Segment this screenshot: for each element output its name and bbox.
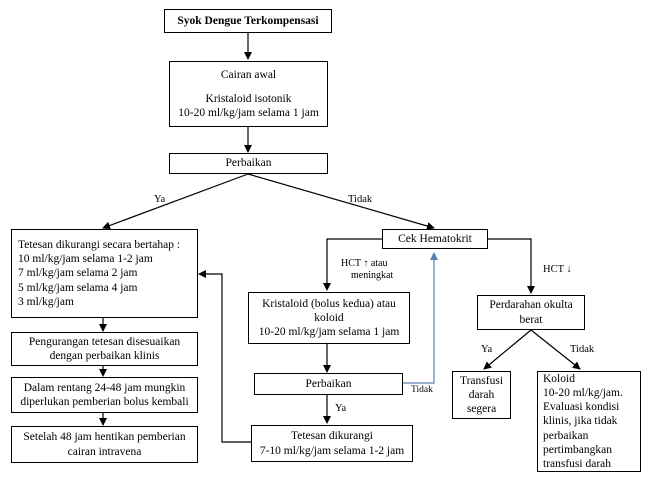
label-hct-down: HCT ↓: [543, 264, 572, 275]
bolus-again-box: Dalam rentang 24-48 jam mungkin diperluka…: [11, 377, 198, 413]
box-text-line: 10-20 ml/kg/jam.: [543, 387, 623, 400]
label-hct-up: HCT ↑ atau meningkat: [341, 258, 394, 281]
box-text-line: Cairan awal: [220, 68, 277, 81]
label-no-return: Tidak: [411, 385, 433, 395]
box-text-line: Setelah 48 jam hentikan pemberian: [23, 431, 186, 444]
label-no-right: Tidak: [348, 194, 373, 205]
box-text-line: Syok Dengue Terkompensasi: [177, 14, 319, 27]
arrow-bleeding-to-transfusion: [483, 329, 532, 370]
box-text-line: Evaluasi kondisi: [543, 401, 620, 414]
box-text-line: Perbaikan: [305, 377, 352, 390]
arrow-improvement2-no-to-hct: [403, 252, 438, 384]
adjust-box: Pengurangan tetesan disesuaikan dengan pe…: [11, 332, 198, 366]
box-text-line: Pengurangan tetesan disesuaikan: [28, 335, 181, 348]
check-hct-box: Cek Hematokrit: [382, 229, 488, 249]
arrow-bleeding-to-colloid: [530, 329, 581, 370]
arrow-hct-to-crystalloid: [323, 238, 383, 291]
box-text-line: berat: [519, 313, 543, 326]
arrow-improvement-to-taper: [102, 173, 249, 230]
improvement-box-2: Perbaikan: [254, 373, 403, 395]
box-text-line: Koloid: [543, 373, 575, 386]
arrow-hct-to-bleeding: [487, 238, 535, 294]
line-gap: [178, 82, 319, 92]
arrow-improvement-to-hct: [247, 173, 435, 230]
box-text-line: Kristaloid isotonik: [205, 92, 292, 105]
box-text-line: perbaikan: [543, 429, 589, 442]
box-text-line: Perdarahan okulta: [489, 299, 573, 312]
box-text-line: segera: [466, 403, 497, 415]
start-box: Syok Dengue Terkompensasi: [164, 9, 332, 33]
box-text-line: 3 ml/kg/jam: [18, 295, 74, 308]
box-text-line: koloid: [314, 311, 344, 324]
box-text-line: Kristaloid (bolus kedua) atau: [262, 297, 396, 310]
box-text-line: Dalam rentang 24-48 jam mungkin: [23, 381, 186, 394]
box-text-line: klinis, jika tidak: [543, 415, 618, 428]
box-text-line: 7 ml/kg/jam selama 2 jam: [18, 267, 138, 280]
box-text-line: cairan intravena: [67, 445, 142, 458]
box-text-line: Perbaikan: [225, 157, 272, 170]
box-text-line: Tetesan dikurangi secara bertahap :: [18, 239, 181, 252]
taper-box: Tetesan dikurangi secara bertahap :10 ml…: [11, 229, 198, 318]
box-text-line: Cek Hematokrit: [398, 232, 472, 245]
improvement-box-1: Perbaikan: [169, 153, 328, 174]
box-text-line: 10-20 ml/kg/jam selama 1 jam: [258, 326, 400, 338]
box-text-line: diperlukan pemberian bolus kembali: [20, 396, 189, 408]
box-text-line: 5 ml/kg/jam selama 4 jam: [18, 281, 138, 294]
box-text-line: Tetesan dikurangi: [291, 430, 373, 443]
box-text-line: darah: [468, 388, 495, 401]
box-text-line: dengan perbaikan klinis: [49, 350, 160, 362]
label-no-bleed: Tidak: [570, 344, 595, 355]
box-text-line: pertimbangkan: [543, 443, 612, 456]
label-yes-left: Ya: [154, 194, 166, 205]
label-yes-down: Ya: [335, 403, 347, 414]
box-text-line: 10-20 ml/kg/jam selama 1 jam: [178, 107, 319, 119]
box-text-line: Transfusi: [459, 374, 504, 387]
box-text-line: 10 ml/kg/jam selama 1-2 jam: [18, 253, 153, 266]
box-text-line: transfusi darah: [543, 457, 612, 470]
box-text-line: 7-10 ml/kg/jam selama 1-2 jam: [259, 444, 405, 457]
arrow-reduce-to-taper: [198, 270, 251, 443]
label-yes-bleed: Ya: [481, 344, 493, 355]
